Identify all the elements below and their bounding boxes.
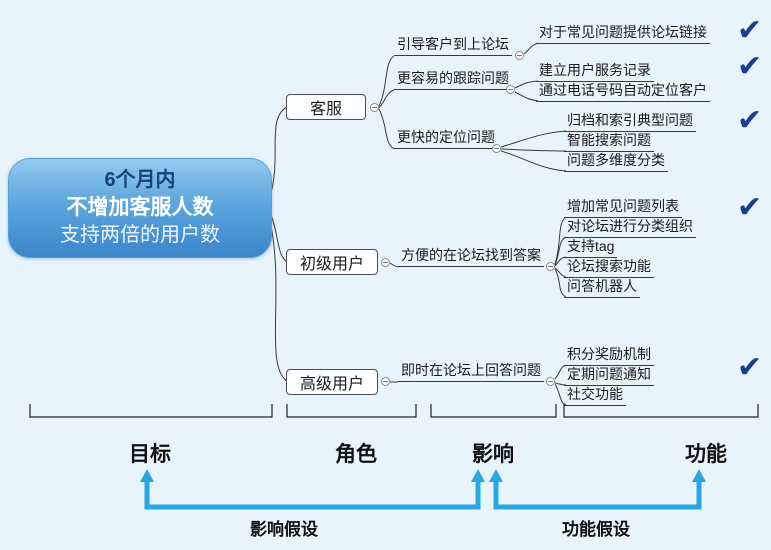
checkmark-icon: ✔ bbox=[737, 191, 763, 224]
feature-node[interactable]: 问题多维度分类 bbox=[564, 151, 668, 172]
feature-node[interactable]: 社交功能 bbox=[564, 385, 626, 406]
feature-node[interactable]: 归档和索引典型问题 bbox=[564, 111, 696, 132]
feature-node[interactable]: 对于常见问题提供论坛链接 bbox=[536, 23, 710, 44]
column-label-feature: 功能 bbox=[685, 443, 727, 466]
feature-node[interactable]: 积分奖励机制 bbox=[564, 345, 654, 366]
collapse-button[interactable] bbox=[515, 51, 524, 60]
feature-node[interactable]: 定期问题通知 bbox=[564, 365, 654, 386]
feature-node[interactable]: 支持tag bbox=[564, 237, 618, 258]
feature-node[interactable]: 增加常见问题列表 bbox=[564, 197, 682, 218]
column-label-goal: 目标 bbox=[129, 443, 171, 466]
feature-node[interactable]: 建立用户服务记录 bbox=[536, 61, 654, 82]
feature-node[interactable]: 论坛搜索功能 bbox=[564, 257, 654, 278]
checkmark-icon: ✔ bbox=[737, 104, 763, 137]
feature-node[interactable]: 问答机器人 bbox=[564, 277, 640, 298]
goal-node[interactable]: 6个月内 不增加客服人数 支持两倍的用户数 bbox=[8, 158, 272, 258]
checkmark-icon: ✔ bbox=[737, 14, 763, 47]
collapse-button[interactable] bbox=[492, 144, 501, 153]
impact-node[interactable]: 方便的在论坛找到答案 bbox=[398, 246, 544, 267]
column-label-role: 角色 bbox=[335, 443, 377, 466]
hypothesis-arrowheads bbox=[140, 469, 706, 482]
collapse-button[interactable] bbox=[506, 85, 515, 94]
collapse-button[interactable] bbox=[381, 377, 390, 386]
impact-hypothesis-label: 影响假设 bbox=[250, 520, 318, 539]
checkmark-icon: ✔ bbox=[737, 50, 763, 83]
hypothesis-arrows bbox=[144, 481, 702, 510]
column-brackets bbox=[29, 404, 759, 418]
collapse-button[interactable] bbox=[546, 377, 555, 386]
impact-node[interactable]: 即时在论坛上回答问题 bbox=[398, 361, 544, 382]
role-node-advanced-user[interactable]: 高级用户 bbox=[286, 369, 378, 395]
checkmark-icon: ✔ bbox=[737, 351, 763, 384]
feature-node[interactable]: 对论坛进行分类组织 bbox=[564, 217, 696, 238]
role-node-customer-service[interactable]: 客服 bbox=[286, 94, 366, 120]
feature-node[interactable]: 通过电话号码自动定位客户 bbox=[536, 81, 710, 102]
impact-node[interactable]: 引导客户到上论坛 bbox=[394, 35, 512, 56]
role-node-junior-user[interactable]: 初级用户 bbox=[286, 249, 378, 275]
feature-node[interactable]: 智能搜索问题 bbox=[564, 131, 654, 152]
impact-node[interactable]: 更容易的跟踪问题 bbox=[394, 69, 512, 90]
collapse-button[interactable] bbox=[381, 258, 390, 267]
goal-line-3: 支持两倍的用户数 bbox=[60, 224, 220, 247]
collapse-button[interactable] bbox=[546, 262, 555, 271]
goal-line-2: 不增加客服人数 bbox=[66, 195, 214, 219]
goal-line-1: 6个月内 bbox=[104, 168, 176, 191]
feature-hypothesis-label: 功能假设 bbox=[562, 520, 630, 539]
impact-node[interactable]: 更快的定位问题 bbox=[394, 128, 498, 149]
column-label-impact: 影响 bbox=[472, 443, 514, 466]
collapse-button[interactable] bbox=[370, 103, 379, 112]
